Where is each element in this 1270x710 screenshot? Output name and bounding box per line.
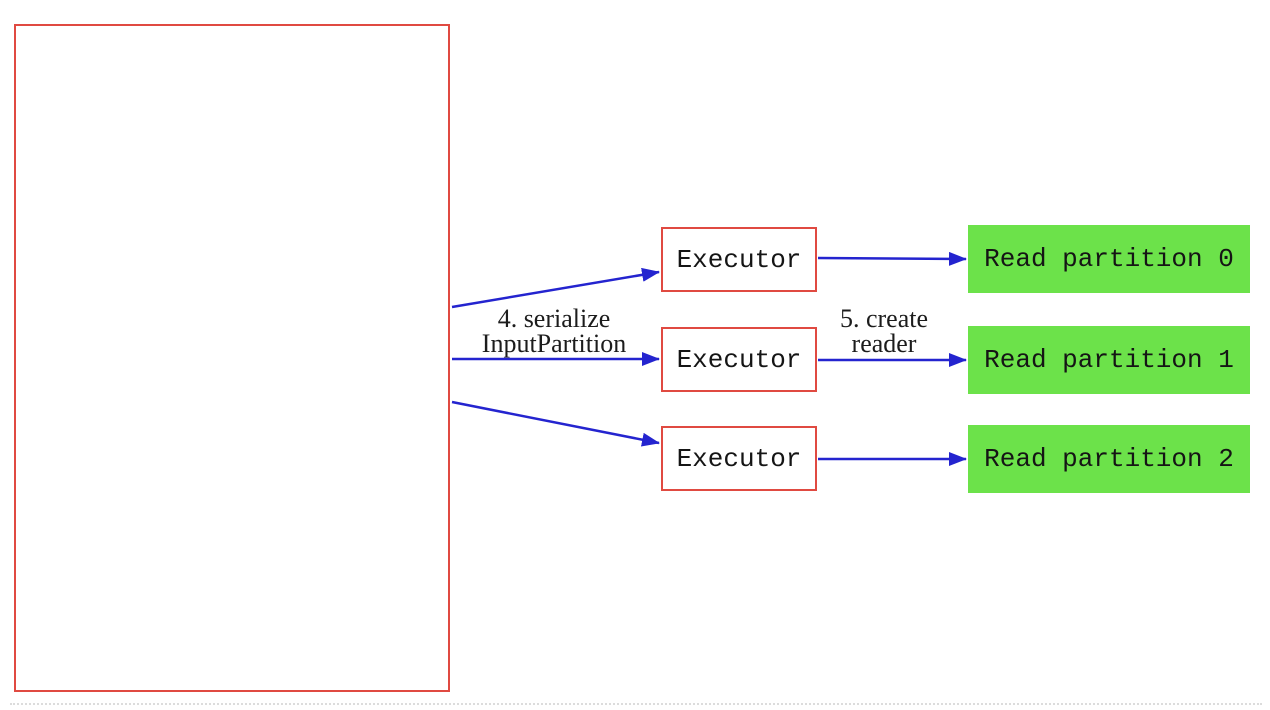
read-partition-1-box: Read partition 1 bbox=[968, 326, 1250, 394]
read-partition-2-box: Read partition 2 bbox=[968, 425, 1250, 493]
driver-box bbox=[14, 24, 450, 692]
arrow-driver-to-executor-3 bbox=[451, 400, 660, 447]
page-bottom-edge bbox=[10, 703, 1262, 705]
executor-label: Executor bbox=[676, 244, 802, 275]
create-reader-edge-label-line1: 5. create bbox=[839, 304, 929, 333]
arrow-driver-to-executor-1 bbox=[451, 267, 660, 309]
read-partition-1-label: Read partition 1 bbox=[984, 345, 1234, 375]
serialize-edge-label-line2: InputPartition bbox=[481, 329, 627, 358]
arrow-executor-1-to-partition-0 bbox=[817, 251, 967, 266]
executor-label: Executor bbox=[676, 443, 802, 474]
create-reader-edge-label-line2: reader bbox=[851, 329, 917, 358]
executor-label: Executor bbox=[676, 344, 802, 375]
create-reader-edge-label: 5. create reader bbox=[808, 304, 960, 358]
serialize-edge-label: 4. serialize InputPartition bbox=[444, 304, 664, 358]
read-partition-0-box: Read partition 0 bbox=[968, 225, 1250, 293]
executor-box-1: Executor bbox=[661, 227, 817, 292]
serialize-edge-label-line1: 4. serialize bbox=[497, 304, 611, 333]
executor-box-2: Executor bbox=[661, 327, 817, 392]
executor-box-3: Executor bbox=[661, 426, 817, 491]
read-partition-2-label: Read partition 2 bbox=[984, 444, 1234, 474]
read-partition-0-label: Read partition 0 bbox=[984, 244, 1234, 274]
